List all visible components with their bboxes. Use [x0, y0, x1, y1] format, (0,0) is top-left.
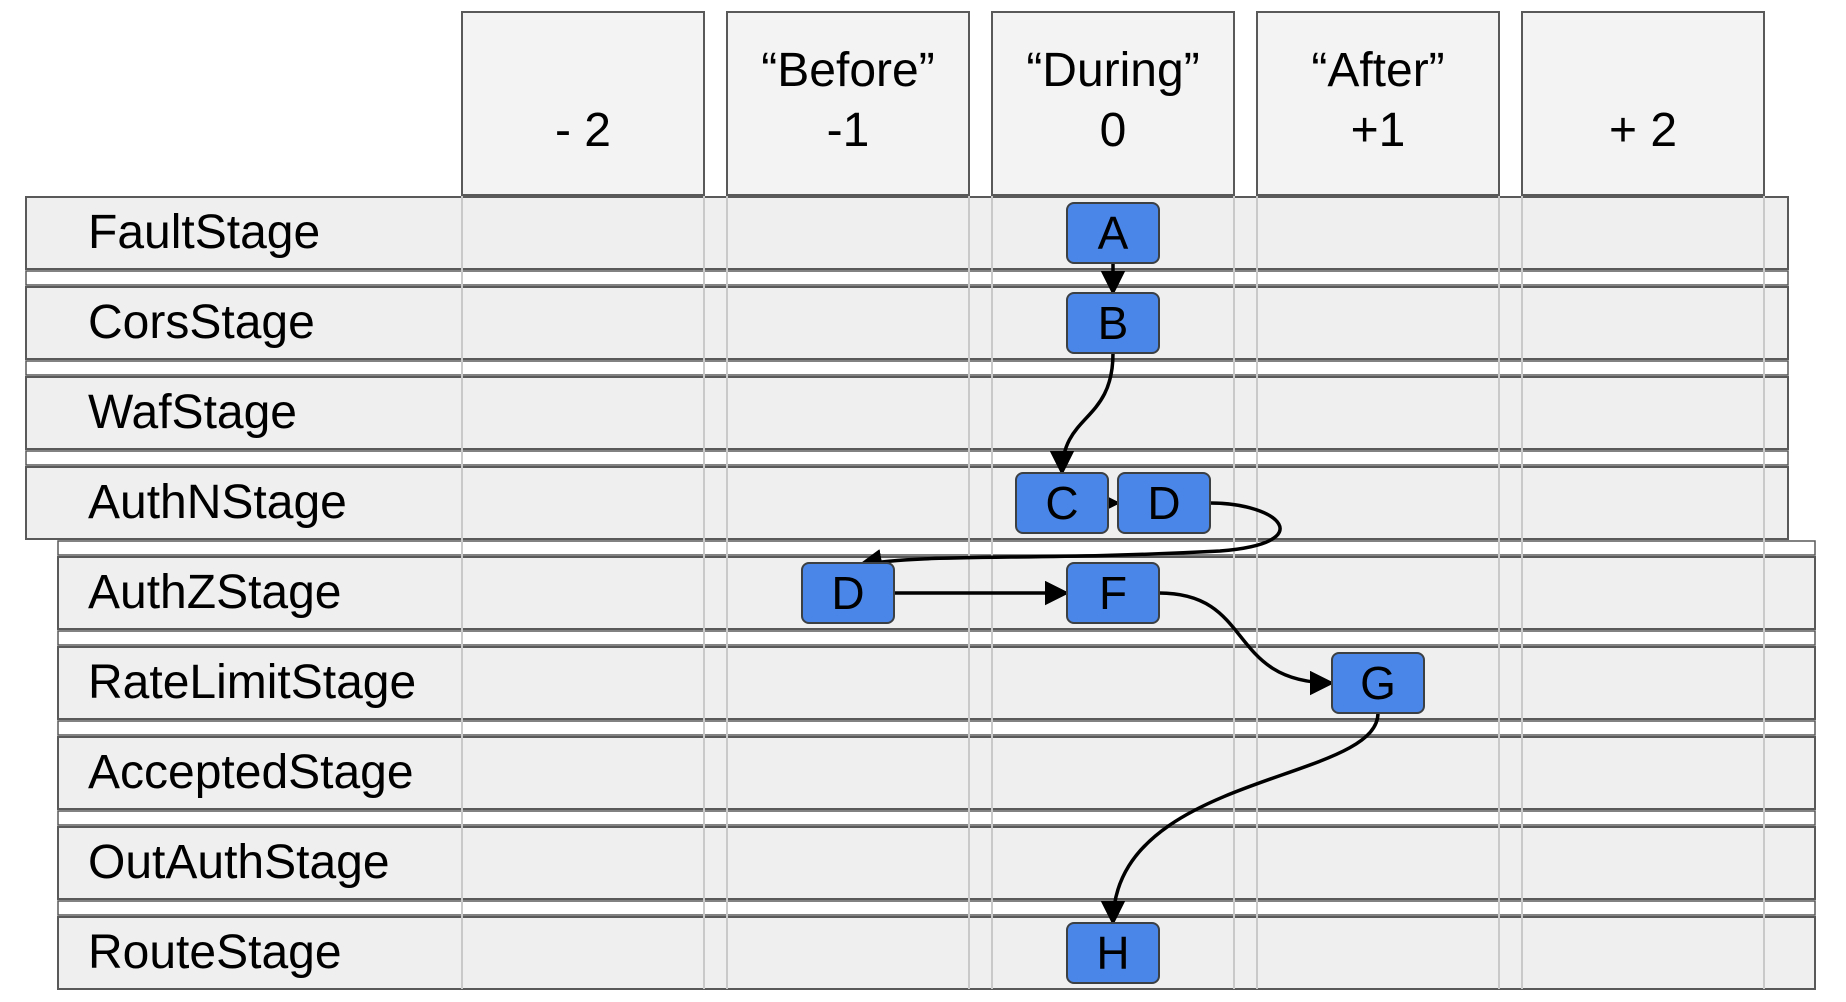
- node-d[interactable]: D: [801, 562, 895, 624]
- node-box: [801, 562, 895, 624]
- node-label: D: [831, 567, 864, 619]
- node-label: G: [1360, 657, 1396, 709]
- lane-separator: [25, 360, 1789, 376]
- edge-n_F-to-n_G: [1158, 591, 1335, 696]
- node-g[interactable]: G: [1331, 652, 1425, 714]
- lane-acceptedstage: AcceptedStage: [57, 736, 1816, 826]
- lane-label: FaultStage: [88, 206, 320, 259]
- lane-separator: [57, 630, 1816, 646]
- column-header-box: [1256, 11, 1500, 196]
- node-label: A: [1098, 207, 1129, 259]
- node-c[interactable]: C: [1015, 472, 1109, 534]
- lane-authnstage: AuthNStage: [25, 466, 1816, 556]
- node-box: [1015, 472, 1109, 534]
- column-offset: -1: [827, 104, 870, 157]
- lane-wafstage: WafStage: [25, 376, 1789, 466]
- lane-separator: [57, 900, 1816, 916]
- column-offset: 0: [1100, 104, 1127, 157]
- lane-label: CorsStage: [88, 296, 315, 349]
- edge-n_G-to-n_H: [1100, 712, 1380, 926]
- lane-label: RouteStage: [88, 926, 342, 979]
- lane-label: AcceptedStage: [88, 746, 414, 799]
- edge-n_B-to-n_C: [1049, 352, 1115, 476]
- lane-label: AuthZStage: [88, 566, 342, 619]
- lane-label: OutAuthStage: [88, 836, 390, 889]
- lane-band: [25, 196, 1789, 270]
- lane-authzstage: AuthZStage: [57, 556, 1816, 646]
- lane-band: [25, 376, 1789, 450]
- lane-band: [25, 286, 1789, 360]
- lane-separator: [57, 540, 1816, 556]
- lane-separator: [57, 810, 1816, 826]
- node-box: [1066, 922, 1160, 984]
- node-box: [1066, 292, 1160, 354]
- lane-outauthstage: OutAuthStage: [57, 826, 1816, 916]
- edge-n_D1-to-n_D2: [857, 501, 1282, 574]
- column-header-box: [461, 11, 705, 196]
- node-f[interactable]: F: [1066, 562, 1160, 624]
- column-caption: “During”: [1026, 44, 1199, 97]
- column-header-box: [726, 11, 970, 196]
- node-d[interactable]: D: [1117, 472, 1211, 534]
- node-b[interactable]: B: [1066, 292, 1160, 354]
- node-box: [1331, 652, 1425, 714]
- lane-faultstage: FaultStage: [25, 196, 1789, 286]
- node-a[interactable]: A: [1066, 202, 1160, 264]
- node-h[interactable]: H: [1066, 922, 1160, 984]
- column-header-1: “Before” -1: [726, 11, 970, 196]
- node-label: D: [1147, 477, 1180, 529]
- node-box: [1066, 562, 1160, 624]
- node-box: [1117, 472, 1211, 534]
- lane-corsstage: CorsStage: [25, 286, 1789, 376]
- column-header-4: + 2: [1521, 11, 1765, 196]
- column-offset: - 2: [555, 104, 611, 157]
- lane-label: WafStage: [88, 386, 297, 439]
- lane-separator: [57, 720, 1816, 736]
- lane-separator: [25, 270, 1789, 286]
- column-header-3: “After” +1: [1256, 11, 1500, 196]
- column-offset: +1: [1351, 104, 1406, 157]
- column-header-box: [991, 11, 1235, 196]
- node-label: B: [1098, 297, 1129, 349]
- lane-ratelimitstage: RateLimitStage: [57, 646, 1816, 736]
- column-caption: “Before”: [761, 44, 934, 97]
- column-header-2: “During” 0: [991, 11, 1235, 196]
- lane-label: RateLimitStage: [88, 656, 416, 709]
- column-caption: “After”: [1311, 44, 1444, 97]
- node-box: [1066, 202, 1160, 264]
- lane-band: [25, 466, 1789, 540]
- lane-separator: [25, 450, 1789, 466]
- node-label: F: [1099, 567, 1127, 619]
- node-label: H: [1096, 927, 1129, 979]
- column-header-box: [1521, 11, 1765, 196]
- node-label: C: [1045, 477, 1078, 529]
- column-offset: + 2: [1609, 104, 1677, 157]
- lane-routestage: RouteStage: [57, 916, 1816, 990]
- column-header-0: - 2: [461, 11, 705, 196]
- lane-label: AuthNStage: [88, 476, 347, 529]
